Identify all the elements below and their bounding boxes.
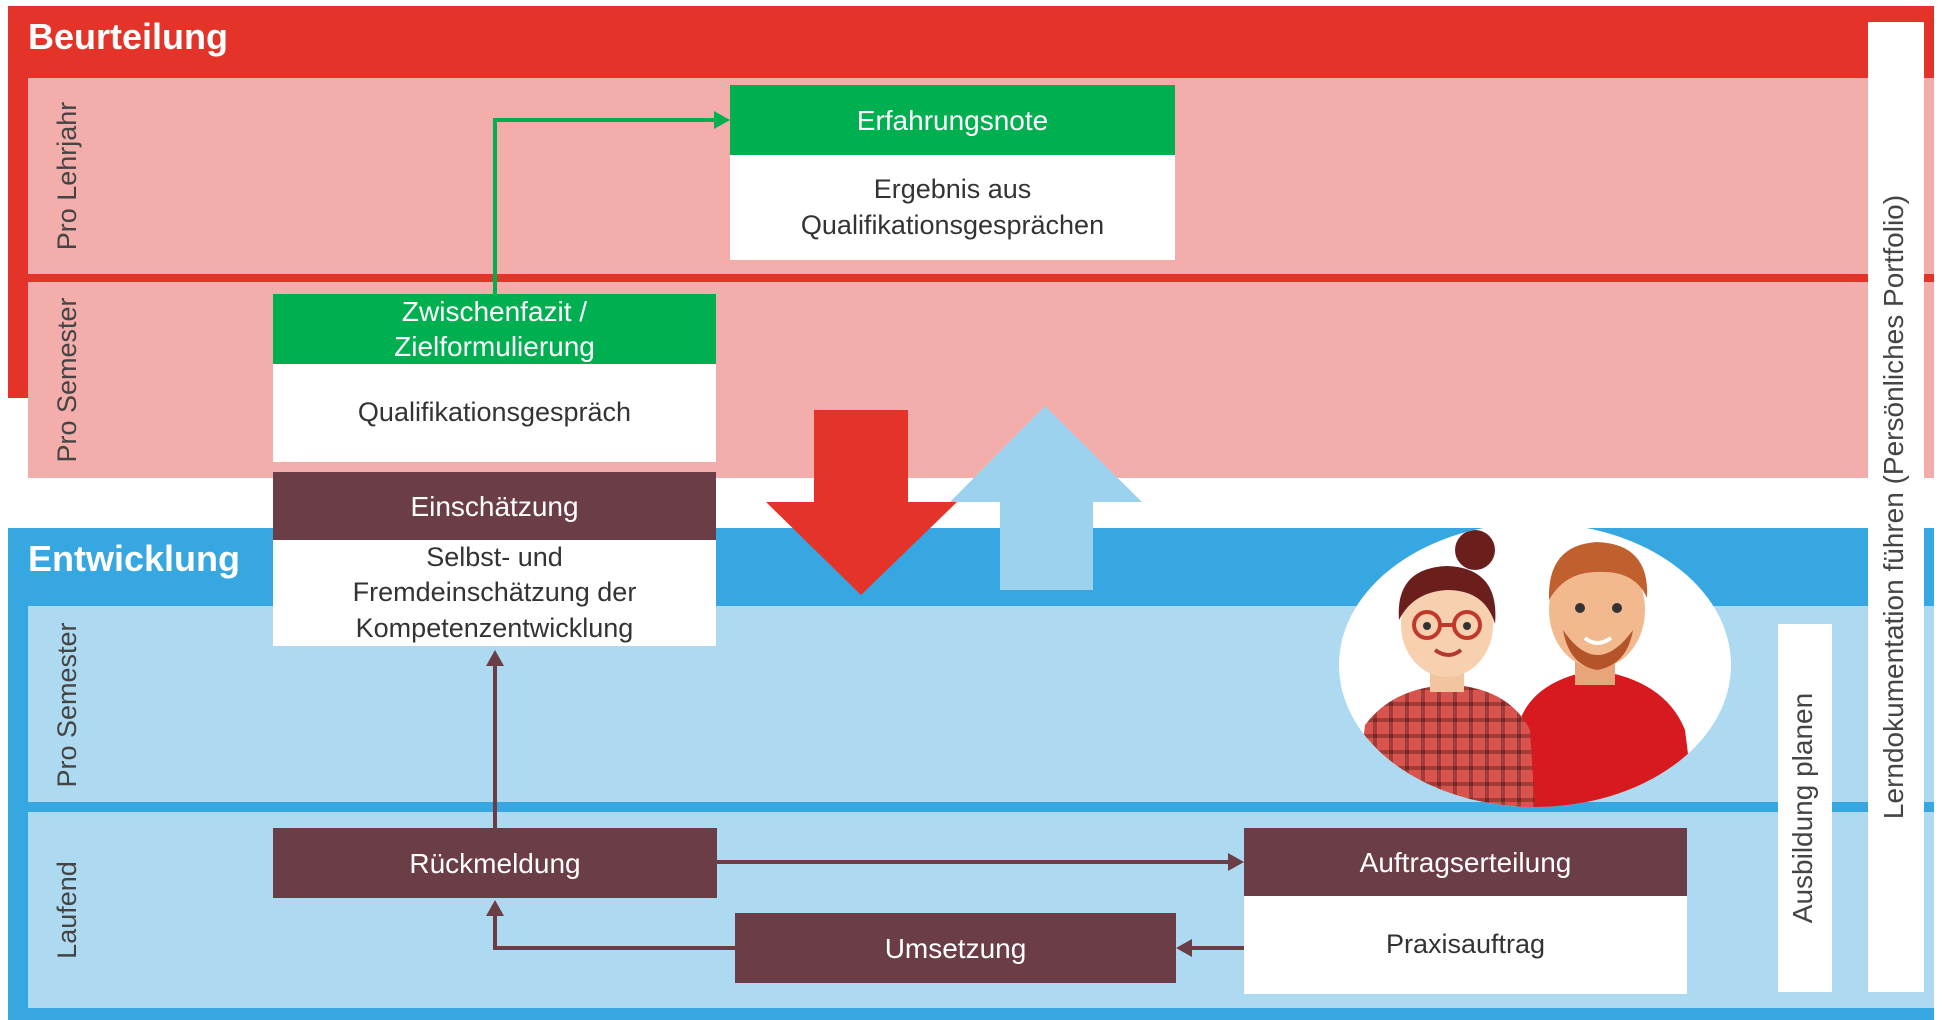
erfahrungsnote-body: Ergebnis aus Qualifikationsgesprächen <box>730 155 1175 260</box>
lerndokumentation-box <box>1868 22 1924 992</box>
auftragserteilung-body: Praxisauftrag <box>1244 896 1687 994</box>
einschaetzung-header: Einschätzung <box>273 472 716 540</box>
row-label-pro-semester-top: Pro Semester <box>52 297 82 463</box>
zwischenfazit-body: Qualifikationsgespräch <box>273 364 716 462</box>
beurteilung-title: Beurteilung <box>28 16 229 57</box>
lerndokumentation-label: Lerndokumentation führen (Persönliches P… <box>1878 194 1909 820</box>
row-label-pro-lehrjahr: Pro Lehrjahr <box>52 101 82 251</box>
two-people-avatar-icon <box>1339 523 1731 807</box>
row-label-pro-semester-bottom: Pro Semester <box>52 622 82 788</box>
einschaetzung-body: Selbst- und Fremdeinschätzung der Kompet… <box>273 540 716 646</box>
rueckmeldung-box: Rückmeldung <box>273 828 717 898</box>
zwischenfazit-header: Zwischenfazit / Zielformulierung <box>273 294 716 364</box>
auftragserteilung-header: Auftragserteilung <box>1244 828 1687 896</box>
entwicklung-title: Entwicklung <box>28 538 241 579</box>
ausbildung-planen-box <box>1778 624 1832 992</box>
row-label-laufend: Laufend <box>52 861 82 959</box>
umsetzung-box: Umsetzung <box>735 913 1176 983</box>
ausbildung-planen-label: Ausbildung planen <box>1787 692 1818 924</box>
erfahrungsnote-header: Erfahrungsnote <box>730 85 1175 155</box>
